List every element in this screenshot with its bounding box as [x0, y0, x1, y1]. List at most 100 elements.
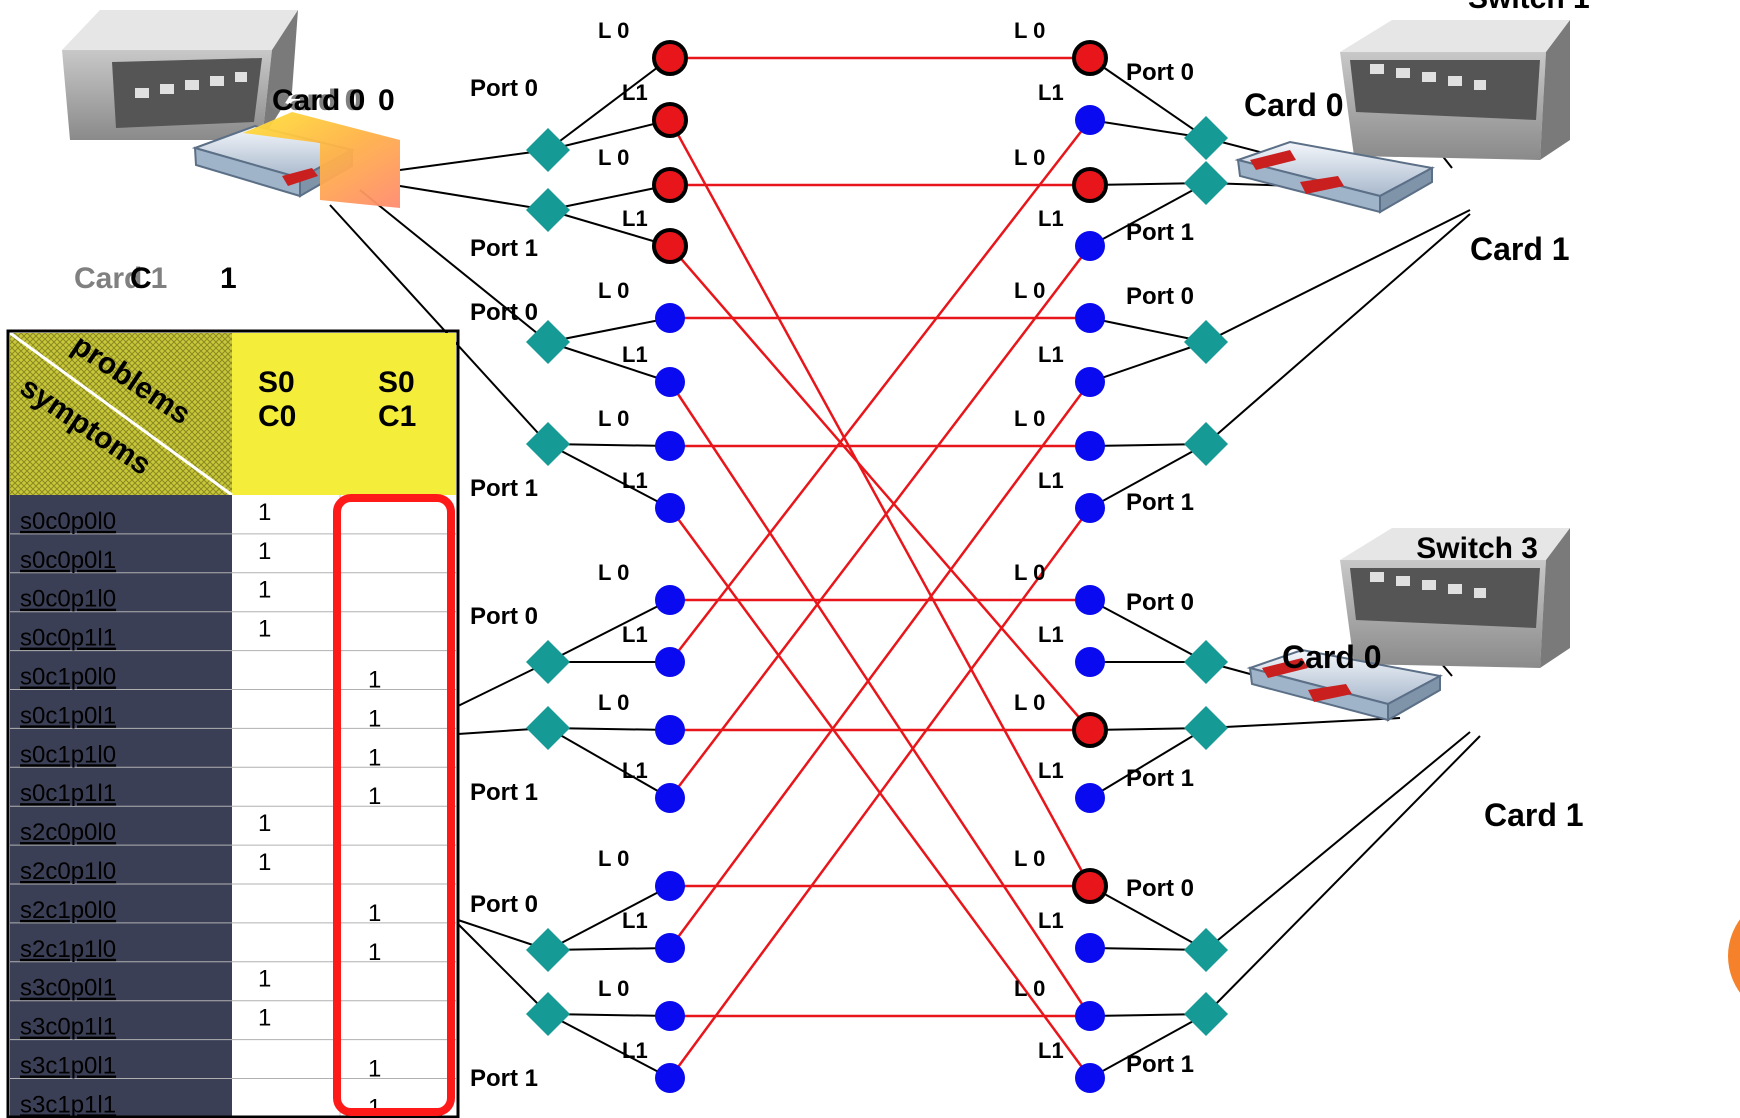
link-line [547, 885, 671, 951]
port-diamond-icon [1184, 116, 1228, 160]
header-diagonal [9, 331, 233, 497]
lane-node [655, 1063, 685, 1093]
symptom-cell: s0c1p1l0 [20, 741, 116, 768]
failed-lane-node [652, 228, 688, 264]
lane-node [1075, 585, 1105, 615]
symptom-cell: s0c0p0l1 [20, 547, 116, 574]
lane-node [655, 933, 685, 963]
lane-label: L 0 [1014, 690, 1045, 715]
lane-node [655, 431, 685, 461]
port-label: Port 0 [1126, 875, 1194, 902]
link-line [457, 661, 549, 707]
link-line [399, 185, 549, 211]
switch-1-chassis-icon [1340, 20, 1570, 160]
problem-cell-s0c0: 1 [258, 538, 271, 565]
port-diamond-icon [526, 706, 570, 750]
port-diamonds [526, 116, 1228, 1036]
symptom-cell: s0c0p1l0 [20, 586, 116, 613]
symptom-cell: s3c1p1l1 [20, 1091, 116, 1118]
lane-label: L 0 [1014, 145, 1045, 170]
switch-0-chassis-icon [62, 10, 298, 140]
link-line [1089, 1013, 1207, 1079]
lane-node [655, 783, 685, 813]
lane-node [1075, 1063, 1105, 1093]
symptom-cell: s3c0p1l1 [20, 1014, 116, 1041]
lane-label: L1 [622, 908, 648, 933]
lane-node [655, 493, 685, 523]
failed-link-line [668, 507, 1092, 1079]
link-line [547, 57, 671, 151]
lane-node [655, 585, 685, 615]
link-line [1205, 731, 1471, 951]
lane-label: L1 [1038, 342, 1064, 367]
failed-link-line [668, 119, 1092, 887]
switch-3-chassis-icon [1340, 528, 1570, 668]
port-label: Port 0 [470, 603, 538, 630]
symptom-cell: s2c1p1l0 [20, 936, 116, 963]
symptom-cell: s2c0p1l0 [20, 858, 116, 885]
port-diamond-icon [1184, 992, 1228, 1036]
lane-label: L 0 [598, 560, 629, 585]
port-diamond-icon [526, 128, 570, 172]
port-label: Port 1 [1126, 765, 1194, 792]
lane-label: L 0 [598, 976, 629, 1001]
lane-node [655, 1001, 685, 1031]
switch-1-card-icon [1234, 140, 1435, 214]
lane-label: L 0 [1014, 18, 1045, 43]
table-border [6, 329, 460, 1118]
link-line [1205, 213, 1471, 445]
port-diamond-icon [1184, 320, 1228, 364]
port-diamond-icon [526, 928, 570, 972]
left-card-1-letter: C [130, 262, 152, 295]
link-line [1205, 735, 1481, 1015]
link-line [1089, 443, 1207, 509]
card-0-highlight [243, 112, 400, 208]
link-line [547, 184, 671, 211]
port-label: Port 0 [470, 299, 538, 326]
link-line [1089, 57, 1207, 139]
problem-cell-s0c1: 1 [368, 744, 381, 771]
link-line [547, 317, 671, 343]
lane-label: L 0 [598, 846, 629, 871]
table-column-header [232, 333, 456, 495]
lane-node [1075, 493, 1105, 523]
corner-badge-icon [1728, 919, 1740, 993]
failed-lane-node [652, 40, 688, 76]
right-card-0b-label: Card 0 [1282, 639, 1382, 675]
link-line [399, 149, 549, 171]
failed-lane-node [1072, 167, 1108, 203]
port-diamond-icon [1184, 161, 1228, 205]
link-line [547, 209, 671, 247]
failed-lane-node [1072, 40, 1108, 76]
lane-label: L 0 [598, 145, 629, 170]
link-line [1089, 317, 1207, 343]
problem-cell-s0c1: 1 [368, 667, 381, 694]
left-card-0-label-ghost: Card 0 [268, 84, 361, 117]
lane-label: L1 [1038, 206, 1064, 231]
port-label: Port 1 [1126, 219, 1194, 246]
lane-label: L1 [1038, 622, 1064, 647]
lane-label: L1 [1038, 468, 1064, 493]
failed-lane-node [1072, 712, 1108, 748]
link-line [547, 599, 671, 663]
right-card-0-label: Card 0 [1244, 87, 1344, 123]
port-label: Port 1 [470, 475, 538, 502]
lane-label: L1 [622, 468, 648, 493]
port-diamond-icon [526, 992, 570, 1036]
link-line [1205, 209, 1471, 343]
lane-node [1075, 303, 1105, 333]
port-diamond-icon [1184, 640, 1228, 684]
lane-nodes [652, 40, 1108, 1093]
failed-link-line [669, 119, 1091, 663]
link-line [1089, 727, 1207, 799]
left-card-1-label-ghost: Card 1 [74, 262, 167, 295]
symptom-cell: s0c0p0l0 [20, 508, 116, 535]
lane-node [1075, 1001, 1105, 1031]
lane-node [1075, 231, 1105, 261]
failed-lane-node [652, 102, 688, 138]
failed-link-line [668, 381, 1092, 949]
column-header-s0c0-line1: S0 [258, 366, 295, 399]
problem-cell-s0c0: 1 [258, 577, 271, 604]
highlight-box [333, 494, 455, 1116]
lane-node [1075, 647, 1105, 677]
